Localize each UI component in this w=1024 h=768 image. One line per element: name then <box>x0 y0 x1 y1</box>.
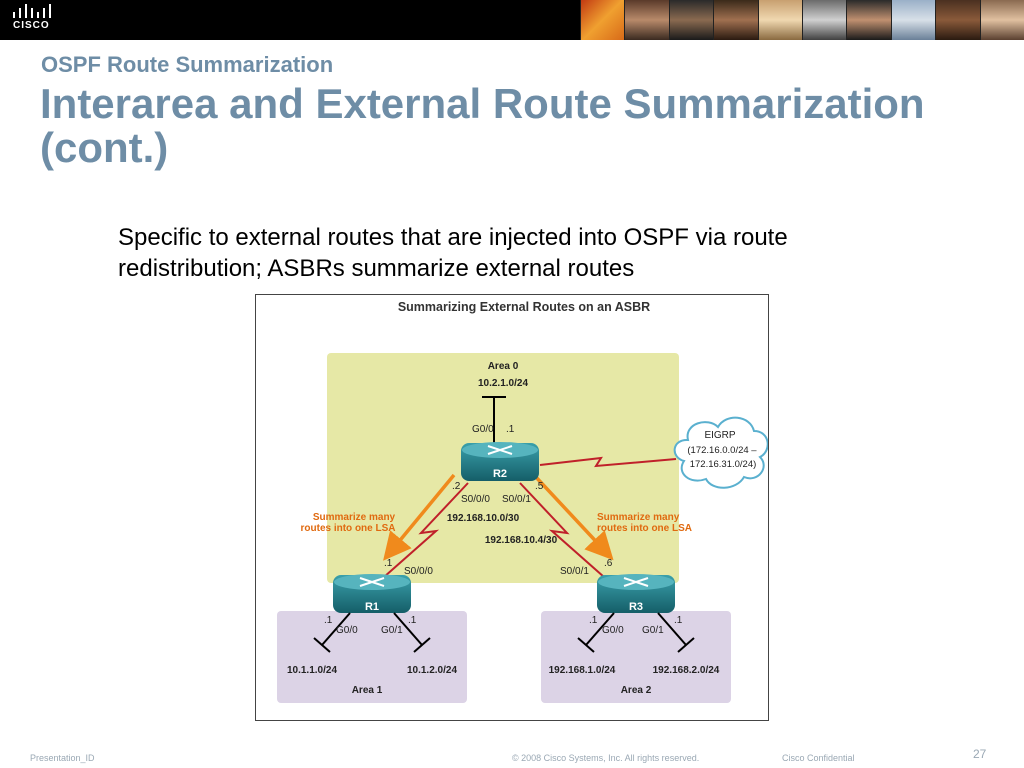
banner-photo <box>890 0 936 40</box>
summary-arrow-right <box>532 473 614 561</box>
r2-g00-label: G0/0 <box>472 424 494 435</box>
serial-link-r2-r3 <box>519 482 605 578</box>
footer-presentation-id: Presentation_ID <box>30 753 95 763</box>
body-text: Specific to external routes that are inj… <box>118 224 788 282</box>
router-r3-label: R3 <box>629 601 643 613</box>
eigrp-label: EIGRP <box>704 430 735 441</box>
r3-s001-host-label: .6 <box>604 558 613 569</box>
eigrp-range-start: (172.16.0.0/24 – <box>687 445 757 456</box>
diagram-title: Summarizing External Routes on an ASBR <box>398 300 650 314</box>
router-r1[interactable]: R1 <box>333 574 411 613</box>
r3-lan2-network-label: 192.168.2.0/24 <box>653 665 720 676</box>
slide-title: Interarea and External Route Summarizati… <box>40 80 925 171</box>
summarize-annotation-right-line2: routes into one LSA <box>597 523 692 534</box>
r2-g00-host-label: .1 <box>506 424 515 435</box>
area2-region <box>541 611 731 703</box>
r2-s000-label: S0/0/0 <box>461 494 490 505</box>
summarize-annotation-left-line1: Summarize many <box>313 512 396 523</box>
link-r1-r2-network-label: 192.168.10.0/30 <box>447 513 520 524</box>
banner-photo <box>668 0 714 40</box>
eigrp-cloud: EIGRP (172.16.0.0/24 – 172.16.31.0/24) <box>673 416 768 489</box>
banner-photo <box>802 0 847 40</box>
page-number: 27 <box>973 747 987 761</box>
r2-s001-label: S0/0/1 <box>502 494 531 505</box>
r1-g01-label: G0/1 <box>381 625 403 636</box>
area0-label: Area 0 <box>488 361 519 372</box>
banner-photo <box>713 0 758 40</box>
r1-lan2-segment <box>413 637 431 653</box>
area1-label: Area 1 <box>352 685 383 696</box>
summarize-annotation-right-line1: Summarize many <box>597 512 680 523</box>
router-icon <box>487 445 513 455</box>
banner-photo <box>979 0 1024 40</box>
r1-lan1-segment <box>313 637 331 653</box>
cisco-logo-text: CISCO <box>13 20 50 31</box>
r1-g01-host-label: .1 <box>408 615 417 626</box>
cloud-icon <box>673 416 768 489</box>
r3-lan1-link <box>585 612 615 646</box>
footer-copyright: © 2008 Cisco Systems, Inc. All rights re… <box>512 753 700 763</box>
r3-lan1-network-label: 192.168.1.0/24 <box>549 665 616 676</box>
router-icon <box>359 577 385 587</box>
diagram-canvas: Summarizing External Routes on an ASBR A… <box>277 300 768 703</box>
r2-lan-network-label: 10.2.1.0/24 <box>478 378 528 389</box>
router-r3[interactable]: R3 <box>597 574 675 613</box>
top-banner: CISCO <box>0 0 1024 40</box>
banner-photo <box>757 0 803 40</box>
footer-confidential: Cisco Confidential <box>782 753 855 763</box>
r1-lan1-network-label: 10.1.1.0/24 <box>287 665 337 676</box>
r3-g00-label: G0/0 <box>602 625 624 636</box>
router-r2-label: R2 <box>493 468 507 480</box>
r1-lan1-link <box>321 612 351 646</box>
r3-g01-host-label: .1 <box>674 615 683 626</box>
r2-s000-host-label: .2 <box>452 481 461 492</box>
router-r2[interactable]: R2 <box>461 442 539 481</box>
r1-g00-label: G0/0 <box>336 625 358 636</box>
r3-g00-host-label: .1 <box>589 615 598 626</box>
router-r1-label: R1 <box>365 601 379 613</box>
eigrp-range-end: 172.16.31.0/24) <box>690 459 757 470</box>
summary-arrow-left <box>383 473 456 561</box>
serial-link-r2-eigrp <box>539 456 677 468</box>
network-diagram: Summarizing External Routes on an ASBR A… <box>255 294 769 721</box>
r3-lan1-segment <box>577 637 595 653</box>
r3-lan2-link <box>657 612 687 646</box>
area1-region <box>277 611 467 703</box>
r1-s000-host-label: .1 <box>384 558 393 569</box>
banner-photo-strip <box>580 0 1024 40</box>
r1-lan2-network-label: 10.1.2.0/24 <box>407 665 457 676</box>
summarize-annotation-left-line2: routes into one LSA <box>301 523 396 534</box>
banner-photo <box>580 0 625 40</box>
r1-lan2-link <box>393 612 423 646</box>
r3-g01-label: G0/1 <box>642 625 664 636</box>
r1-g00-host-label: .1 <box>324 615 333 626</box>
banner-photo <box>935 0 980 40</box>
cisco-logo-icon <box>13 4 51 18</box>
r3-lan2-segment <box>677 637 695 653</box>
r1-s000-label: S0/0/0 <box>404 566 433 577</box>
router-icon <box>623 577 649 587</box>
banner-photo <box>846 0 891 40</box>
link-r2-r3-network-label: 192.168.10.4/30 <box>485 535 558 546</box>
banner-photo <box>624 0 669 40</box>
r2-s001-host-label: .5 <box>535 481 544 492</box>
r3-s001-label: S0/0/1 <box>560 566 589 577</box>
area2-label: Area 2 <box>621 685 652 696</box>
slide-subtitle: OSPF Route Summarization <box>41 52 334 77</box>
